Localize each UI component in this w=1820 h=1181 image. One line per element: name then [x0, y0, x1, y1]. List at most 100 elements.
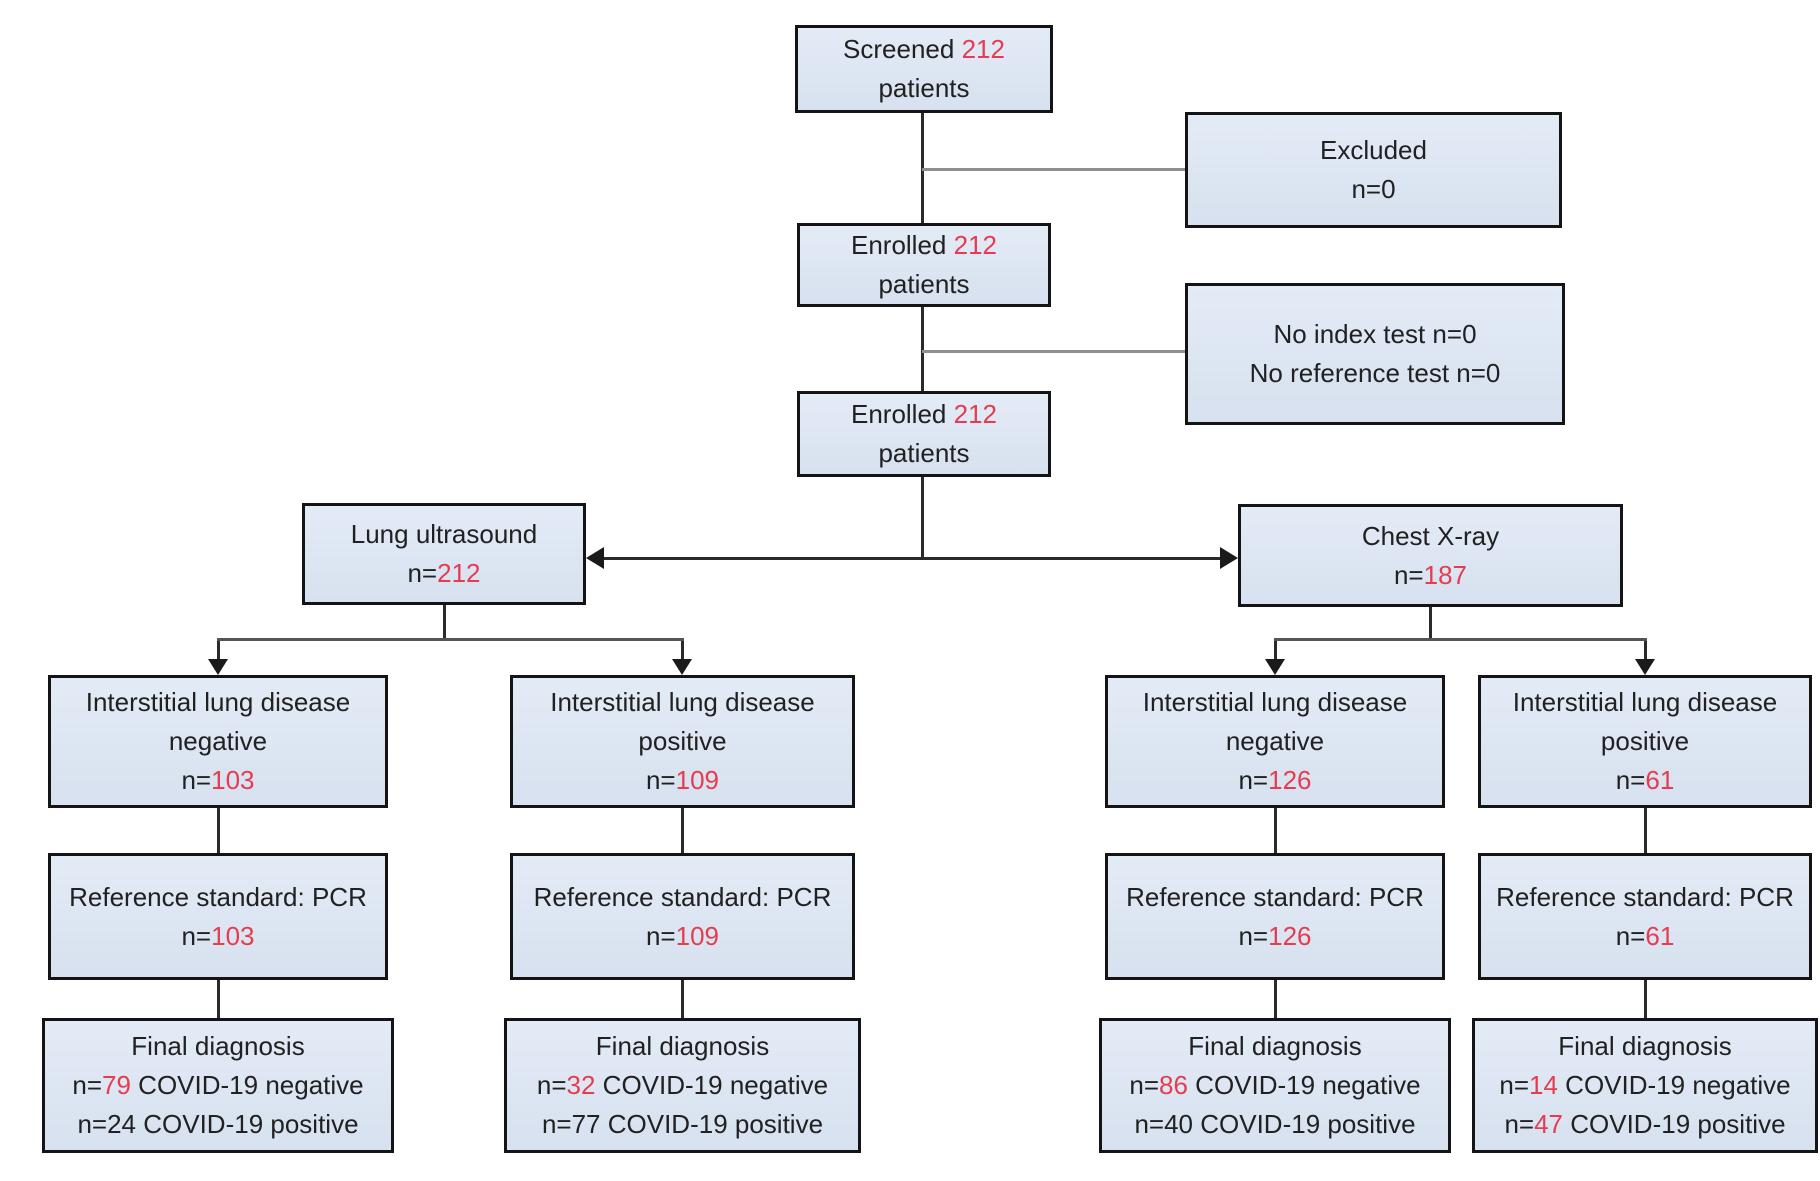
- patient-count: 187: [1423, 559, 1468, 590]
- box-final-diagnosis-4: Final diagnosis n=14 COVID-19 negative n…: [1472, 1018, 1818, 1153]
- patient-count: 109: [675, 765, 720, 795]
- box-text-line: n=40 COVID-19 positive: [1134, 1109, 1416, 1139]
- connector-ref4-final4: [1644, 980, 1647, 1018]
- box-text-line: Interstitial lung disease: [1512, 687, 1778, 717]
- box-text-line: Final diagnosis: [131, 1031, 305, 1061]
- box-text-line: Reference standard: PCR: [533, 881, 832, 912]
- box-text-line: Excluded: [1320, 135, 1427, 165]
- connector-enrolled2-split: [921, 477, 924, 560]
- box-enrolled-2: Enrolled 212 patients: [797, 391, 1051, 477]
- box-text-line: n=24 COVID-19 positive: [77, 1109, 359, 1139]
- patient-count: 212: [437, 558, 481, 588]
- connector-lus-neg-drop: [217, 641, 220, 661]
- patient-count: 61: [1645, 920, 1675, 951]
- box-text-line: Final diagnosis: [1188, 1031, 1362, 1061]
- box-text-line: n=79 COVID-19 negative: [72, 1070, 364, 1100]
- box-text-line: Reference standard: PCR: [1496, 881, 1794, 912]
- box-text-line: patients: [878, 438, 970, 468]
- box-text-line: No reference test n=0: [1249, 358, 1501, 388]
- box-reference-pcr-2: Reference standard: PCR n=109: [510, 853, 855, 980]
- patient-count: 86: [1159, 1070, 1188, 1100]
- arrow-down-icon: [1635, 659, 1655, 675]
- box-text-line: Screened 212: [843, 34, 1005, 64]
- connector-ref3-final3: [1274, 980, 1277, 1018]
- box-reference-pcr-1: Reference standard: PCR n=103: [48, 853, 388, 980]
- box-text-line: n=0: [1351, 174, 1396, 204]
- box-chest-xray: Chest X-ray n=187: [1238, 504, 1623, 607]
- box-text-line: n=103: [181, 765, 255, 795]
- connector-cxr-branch-stem: [1429, 607, 1432, 641]
- box-text-line: n=32 COVID-19 negative: [536, 1070, 829, 1100]
- box-text-line: Final diagnosis: [1558, 1031, 1732, 1061]
- box-no-tests: No index test n=0 No reference test n=0: [1185, 283, 1565, 425]
- box-text-line: n=103: [181, 920, 255, 951]
- box-reference-pcr-4: Reference standard: PCR n=61: [1478, 853, 1812, 980]
- box-text-line: Interstitial lung disease: [550, 687, 815, 717]
- arrow-down-icon: [1265, 659, 1285, 675]
- patient-count: 126: [1268, 920, 1312, 951]
- box-text-line: n=109: [645, 765, 720, 795]
- box-text-line: negative: [1225, 726, 1325, 756]
- box-text-line: patients: [878, 73, 970, 103]
- patient-count: 212: [953, 230, 997, 260]
- box-text-line: n=86 COVID-19 negative: [1129, 1070, 1421, 1100]
- box-final-diagnosis-3: Final diagnosis n=86 COVID-19 negative n…: [1099, 1018, 1451, 1153]
- connector-ild4-ref4: [1644, 808, 1647, 853]
- box-text-line: n=61: [1615, 920, 1675, 951]
- box-text-line: Interstitial lung disease: [1142, 687, 1408, 717]
- box-lung-ultrasound: Lung ultrasound n=212: [302, 503, 586, 605]
- patient-count: 109: [675, 920, 720, 951]
- patient-count: 61: [1645, 765, 1675, 795]
- box-text-line: Chest X-ray: [1361, 520, 1500, 551]
- connector-lus-branch-stem: [443, 605, 446, 641]
- box-text-line: n=61: [1615, 765, 1675, 795]
- connector-split-horizontal: [604, 557, 1221, 560]
- connector-cxr-branch: [1274, 638, 1647, 641]
- patient-count: 24: [107, 1109, 137, 1139]
- arrow-right-icon: [1220, 547, 1238, 569]
- box-final-diagnosis-2: Final diagnosis n=32 COVID-19 negative n…: [504, 1018, 861, 1153]
- box-text-line: Enrolled 212: [850, 399, 997, 429]
- patient-count: 103: [211, 765, 255, 795]
- arrow-down-icon: [208, 659, 228, 675]
- box-ild-negative-lus: Interstitial lung disease negative n=103: [48, 675, 388, 808]
- connector-cxr-neg-drop: [1274, 641, 1277, 661]
- arrow-left-icon: [586, 547, 604, 569]
- box-text-line: n=109: [645, 920, 720, 951]
- box-reference-pcr-3: Reference standard: PCR n=126: [1105, 853, 1445, 980]
- patient-count: 40: [1164, 1109, 1194, 1139]
- patient-count: 32: [566, 1070, 596, 1100]
- patient-count: 47: [1534, 1109, 1564, 1139]
- box-ild-positive-lus: Interstitial lung disease positive n=109: [510, 675, 855, 808]
- connector-ild3-ref3: [1274, 808, 1277, 853]
- connector-cxr-pos-drop: [1644, 641, 1647, 661]
- box-text-line: n=14 COVID-19 negative: [1499, 1070, 1791, 1100]
- box-text-line: positive: [638, 726, 727, 756]
- box-screened: Screened 212 patients: [795, 25, 1053, 113]
- box-text-line: Reference standard: PCR: [1126, 881, 1424, 912]
- box-enrolled-1: Enrolled 212 patients: [797, 223, 1051, 307]
- connector-lus-branch: [217, 638, 684, 641]
- box-text-line: n=126: [1238, 765, 1312, 795]
- patient-count: 79: [102, 1070, 131, 1100]
- connector-ref2-final2: [681, 980, 684, 1018]
- connector-to-excluded: [922, 168, 1185, 171]
- box-text-line: n=47 COVID-19 positive: [1504, 1109, 1786, 1139]
- box-excluded: Excluded n=0: [1185, 112, 1562, 228]
- connector-enrolled1-enrolled2: [921, 307, 924, 391]
- box-text-line: Interstitial lung disease: [85, 687, 351, 717]
- arrow-down-icon: [672, 659, 692, 675]
- box-ild-positive-cxr: Interstitial lung disease positive n=61: [1478, 675, 1812, 808]
- box-text-line: n=212: [407, 558, 481, 588]
- patient-count: 212: [961, 34, 1005, 64]
- connector-ild1-ref1: [217, 808, 220, 853]
- connector-ref1-final1: [217, 980, 220, 1018]
- box-text-line: n=126: [1238, 920, 1312, 951]
- connector-lus-pos-drop: [681, 641, 684, 661]
- box-ild-negative-cxr: Interstitial lung disease negative n=126: [1105, 675, 1445, 808]
- box-text-line: positive: [1600, 726, 1690, 756]
- box-text-line: n=77 COVID-19 positive: [541, 1109, 824, 1139]
- box-text-line: negative: [168, 726, 268, 756]
- box-text-line: patients: [878, 269, 970, 299]
- box-text-line: Reference standard: PCR: [69, 881, 367, 912]
